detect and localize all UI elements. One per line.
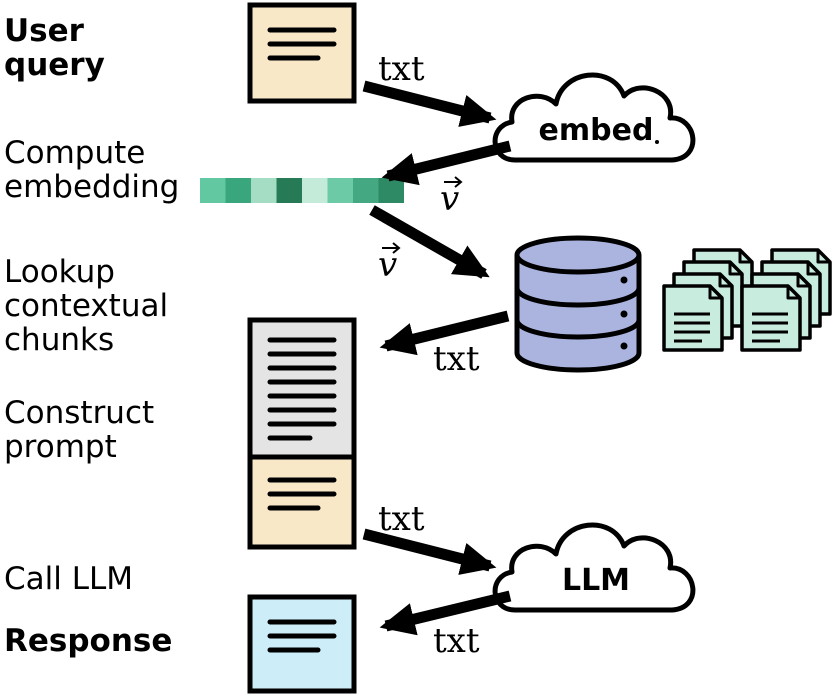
label-embed-to-vector: v <box>440 176 463 219</box>
arrow-llm-to-response <box>379 590 512 636</box>
arrow-query-to-embed <box>362 80 497 127</box>
label-query-to-embed: txt <box>378 49 425 89</box>
prompt-document <box>247 317 357 550</box>
arrow-prompt-to-llm <box>362 528 497 575</box>
llm-cloud: LLM <box>495 525 693 610</box>
chunk-documents <box>662 248 832 352</box>
embed-label: embed <box>539 113 654 148</box>
step-call-llm: Call LLM <box>4 561 134 597</box>
label-database-to-prompt: txt <box>433 339 480 379</box>
label-prompt-to-llm: txt <box>378 499 425 539</box>
embed-cloud: embed <box>495 75 693 160</box>
llm-label: LLM <box>562 563 630 598</box>
query-document <box>247 2 357 104</box>
response-document <box>247 594 357 694</box>
step-compute-embedding: Compute embedding <box>4 135 180 205</box>
arrow-embed-to-vector <box>381 140 512 186</box>
step-response: Response <box>4 623 173 659</box>
svg-text:v: v <box>440 179 459 219</box>
svg-text:v: v <box>378 245 397 285</box>
label-vector-to-database: v <box>378 242 401 285</box>
embedding-vector <box>200 178 404 203</box>
arrow-database-to-prompt <box>379 310 510 356</box>
step-construct-prompt: Construct prompt <box>4 395 155 465</box>
label-llm-to-response: txt <box>433 621 480 661</box>
arrow-vector-to-database <box>369 205 490 279</box>
step-lookup-contextual-chunks: Lookup contextual chunks <box>4 254 169 358</box>
vector-database <box>514 235 642 373</box>
step-user-query: User query <box>4 13 105 83</box>
